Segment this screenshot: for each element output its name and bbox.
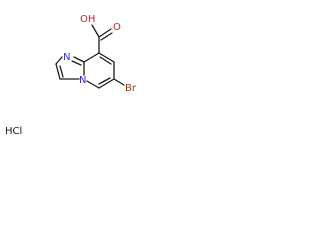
bond-c-o-double-b bbox=[100, 32, 113, 41]
atom-label-n-imine: N bbox=[63, 52, 70, 63]
bond-c6-c5-double bbox=[98, 77, 111, 85]
bond-c5-n4 bbox=[86, 80, 100, 89]
bond-c8-c7-double bbox=[99, 56, 112, 65]
bond-c6-c5 bbox=[98, 78, 115, 89]
bond-c8a-c8 bbox=[83, 52, 100, 63]
atom-label-oh: OH bbox=[80, 14, 95, 25]
atom-label-br: Br bbox=[125, 83, 137, 94]
salt-label-hcl: HCl bbox=[5, 126, 22, 137]
atom-label-n-bridge: N bbox=[79, 75, 86, 86]
bond-n1-c2 bbox=[55, 56, 63, 65]
bond-c2-c3-double bbox=[59, 65, 64, 78]
chemical-structure-diagram: OH O N N Br HCl bbox=[5, 14, 137, 137]
bond-c8-c7 bbox=[98, 52, 115, 63]
atom-labels: OH O N N Br bbox=[63, 14, 137, 94]
bond-c-o-double-a bbox=[98, 28, 112, 38]
bond-c2-c3 bbox=[55, 63, 61, 80]
bond-c6-br bbox=[113, 78, 125, 86]
atom-label-carbonyl-o: O bbox=[113, 22, 121, 33]
bond-c-oh bbox=[91, 24, 100, 38]
bond-c8a-n1 bbox=[73, 56, 85, 63]
bond-c8a-n1-double bbox=[71, 60, 82, 66]
bonds bbox=[55, 24, 125, 89]
